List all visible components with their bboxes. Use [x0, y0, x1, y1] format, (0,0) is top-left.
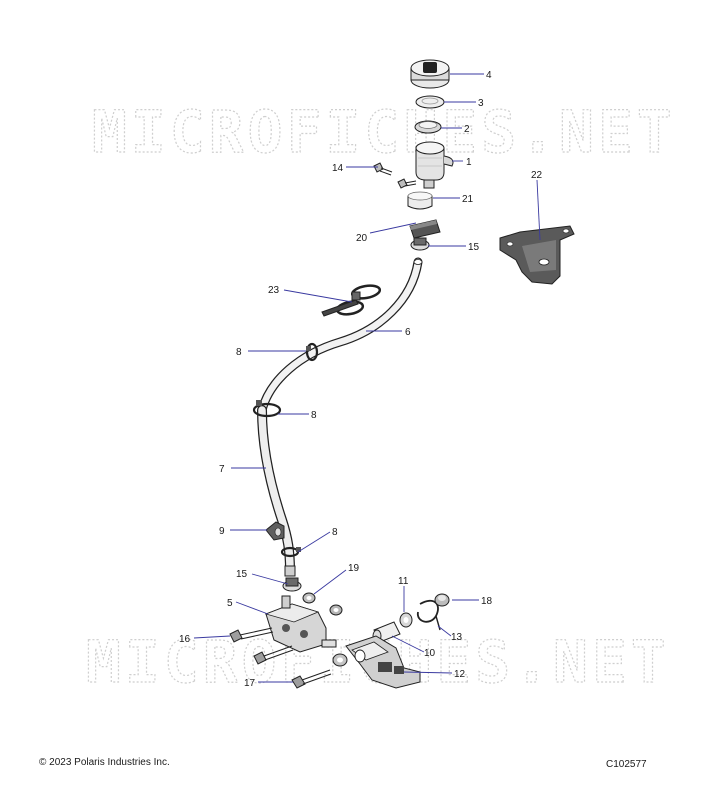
callout-16[interactable]: 16	[179, 634, 191, 645]
bolt-middle[interactable]	[253, 645, 294, 665]
hose-clamp-middle[interactable]	[252, 400, 282, 418]
lower-hose[interactable]	[257, 405, 296, 577]
callout-9[interactable]: 9	[219, 526, 225, 537]
pivot-washer[interactable]	[399, 612, 413, 628]
hose-retainer[interactable]	[265, 521, 285, 541]
callout-4[interactable]: 4	[486, 70, 492, 81]
reservoir-screw-right[interactable]	[397, 178, 417, 189]
grommet-cap[interactable]	[407, 191, 433, 210]
master-cylinder-reservoir[interactable]	[415, 141, 454, 189]
diagram-number: C102577	[606, 759, 647, 770]
bushing-small[interactable]	[329, 604, 343, 616]
callout-2[interactable]: 2	[464, 124, 470, 135]
callout-15-top[interactable]: 15	[468, 242, 480, 253]
callout-18[interactable]: 18	[481, 596, 493, 607]
callout-3[interactable]: 3	[478, 98, 484, 109]
callout-21[interactable]: 21	[462, 194, 474, 205]
callout-7[interactable]: 7	[219, 464, 225, 475]
reservoir-screw-left[interactable]	[373, 162, 393, 176]
cable-tie[interactable]	[321, 284, 382, 317]
callout-20[interactable]: 20	[356, 233, 368, 244]
callout-5[interactable]: 5	[227, 598, 233, 609]
callout-13[interactable]: 13	[451, 632, 463, 643]
callout-23[interactable]: 23	[268, 285, 280, 296]
hose-sleeve[interactable]	[409, 219, 441, 239]
callout-8-lower[interactable]: 8	[332, 527, 338, 538]
bolt-upper[interactable]	[229, 627, 274, 643]
callout-14[interactable]: 14	[332, 163, 344, 174]
crush-washer[interactable]	[302, 592, 316, 604]
reservoir-hose[interactable]	[257, 257, 423, 415]
hose-clamp-bottom[interactable]	[282, 577, 302, 592]
master-cylinder[interactable]	[264, 595, 337, 653]
diaphragm-plate[interactable]	[414, 120, 442, 134]
callouts: 4 3 2 1 14 21 22 20 15 23 6 8 8 7 9 8 15…	[179, 70, 543, 689]
callout-12[interactable]: 12	[454, 669, 466, 680]
callout-10[interactable]: 10	[424, 648, 436, 659]
callout-11[interactable]: 11	[398, 576, 409, 587]
copyright-notice: © 2023 Polaris Industries Inc.	[39, 757, 170, 768]
hose-clamp-top[interactable]	[410, 237, 430, 251]
callout-1[interactable]: 1	[466, 157, 472, 168]
bushing-washer[interactable]	[332, 653, 348, 667]
reservoir-bracket[interactable]	[499, 225, 575, 285]
hose-clamp-upper[interactable]	[305, 342, 319, 362]
callout-19[interactable]: 19	[348, 563, 360, 574]
watermark-top: MICROFICHES.NET	[92, 98, 676, 166]
spring-nut[interactable]	[434, 593, 450, 607]
reservoir-cap[interactable]	[410, 59, 450, 89]
leader-lines	[193, 73, 541, 683]
callout-17[interactable]: 17	[244, 678, 256, 689]
callout-8-upper[interactable]: 8	[236, 347, 242, 358]
callout-8-middle[interactable]: 8	[311, 410, 317, 421]
return-spring[interactable]	[417, 599, 441, 631]
callout-6[interactable]: 6	[405, 327, 411, 338]
cap-diaphragm[interactable]	[415, 95, 445, 109]
callout-22[interactable]: 22	[531, 170, 543, 181]
bolt-lower[interactable]	[291, 669, 332, 689]
brake-pedal-lever[interactable]	[345, 635, 421, 689]
callout-15-bottom[interactable]: 15	[236, 569, 248, 580]
